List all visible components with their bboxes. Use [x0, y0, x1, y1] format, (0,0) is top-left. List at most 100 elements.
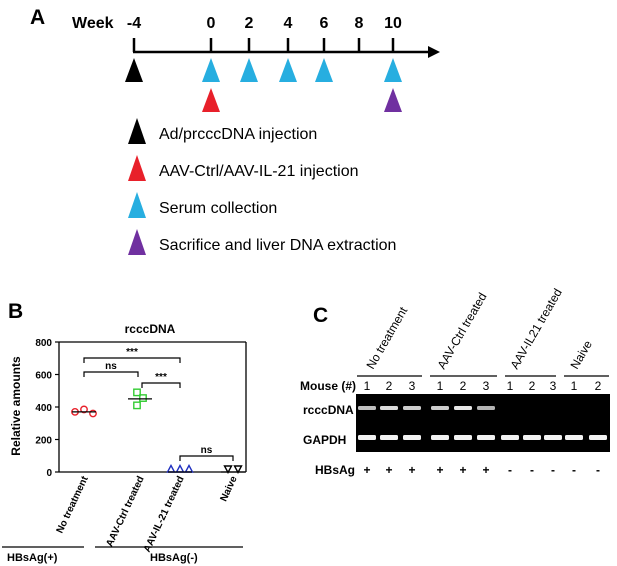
x-tick-label: No treatment [55, 474, 91, 535]
sig-bracket [83, 371, 139, 377]
data-point [166, 464, 176, 473]
x-tick-label: Naive [218, 474, 239, 503]
gel-header-3: Naive [567, 338, 595, 372]
gapdh-band [544, 435, 562, 440]
data-point [133, 388, 141, 397]
hbsag-sign: - [530, 463, 534, 477]
rcccdna-band [454, 406, 472, 410]
rcccdna-band [380, 406, 398, 410]
gapdh-band [380, 435, 398, 440]
significance-brackets: ns *** *** ns [83, 347, 234, 461]
sig-label: *** [155, 372, 167, 383]
mouse-number: 1 [507, 379, 514, 393]
gel-header-2: AAV-IL21 treated [507, 286, 564, 371]
y-axis-label: Relative amounts [9, 356, 23, 456]
x-tick-label: AAV-IL-21 treated [142, 475, 187, 555]
gapdh-band [565, 435, 583, 440]
data-points [71, 388, 245, 474]
gapdh-band [431, 435, 449, 440]
gapdh-band [454, 435, 472, 440]
mouse-number: 2 [460, 379, 467, 393]
week-label-4: 6 [320, 15, 329, 32]
x-tick-label: AAV-Ctrl treated [104, 475, 146, 549]
gapdh-band [523, 435, 541, 440]
sig-bracket [179, 455, 234, 461]
data-point [184, 464, 194, 473]
gel-bands [358, 406, 607, 440]
hbsag-sign: + [385, 463, 392, 477]
week-label-0: -4 [127, 15, 141, 32]
week-label: Week [72, 15, 114, 32]
serum-triangle-4 [279, 58, 297, 82]
serum-triangle-6 [315, 58, 333, 82]
gapdh-band [501, 435, 519, 440]
hbsag-sign: + [408, 463, 415, 477]
mouse-number: 3 [550, 379, 557, 393]
sig-label: ns [201, 445, 213, 456]
mouse-number: 3 [483, 379, 490, 393]
sig-label: *** [126, 347, 138, 358]
rcccdna-band [358, 406, 376, 410]
panel-a-label: A [30, 6, 45, 29]
chart-title: rcccDNA [125, 322, 176, 336]
aav-injection-triangle [202, 88, 220, 112]
week-label-6: 10 [384, 15, 402, 32]
gel-group-headers: No treatment AAV-Ctrl treated AAV-IL21 t… [363, 286, 595, 371]
hbsag-sign: + [363, 463, 370, 477]
y-tick-label: 400 [35, 403, 52, 414]
legend-purple-triangle [128, 229, 146, 255]
gel-header-0: No treatment [363, 304, 410, 372]
panel-c-label: C [313, 304, 328, 327]
legend-blue-triangle [128, 192, 146, 218]
rcccdna-band [431, 406, 449, 410]
gapdh-row-label: GAPDH [303, 433, 346, 447]
gapdh-band [477, 435, 495, 440]
hbsag-sign: - [508, 463, 512, 477]
hbsag-row-label: HBsAg [315, 463, 355, 477]
y-tick-label: 0 [46, 468, 52, 479]
legend-red-triangle [128, 155, 146, 181]
data-point [80, 405, 88, 414]
week-label-5: 8 [355, 15, 364, 32]
y-tick-label: 200 [35, 436, 52, 447]
hbsag-sign: - [551, 463, 555, 477]
sig-label: ns [105, 361, 117, 372]
data-point [89, 409, 97, 418]
rcccdna-band [477, 406, 495, 410]
hbsag-sign: + [436, 463, 443, 477]
serum-triangle-2 [240, 58, 258, 82]
week-tick-labels: -4 0 2 4 6 8 10 [127, 15, 402, 32]
gapdh-band [589, 435, 607, 440]
sig-bracket [141, 382, 181, 388]
sig-bracket [83, 357, 181, 363]
data-point [223, 465, 233, 474]
data-point [233, 465, 243, 474]
mouse-number: 2 [529, 379, 536, 393]
timeline-legend: Ad/prcccDNA injection AAV-Ctrl/AAV-IL-21… [128, 118, 396, 255]
timeline-arrowhead [428, 46, 440, 58]
mouse-number: 1 [437, 379, 444, 393]
hbsag-pos-label: HBsAg(+) [7, 552, 58, 564]
rcccdna-row-label: rcccDNA [303, 403, 354, 417]
hbsag-sign: - [596, 463, 600, 477]
mouse-number: 1 [364, 379, 371, 393]
gapdh-band [358, 435, 376, 440]
hbsag-signs: ++++++----- [363, 463, 600, 477]
hbsag-sign: + [459, 463, 466, 477]
rcccdna-band [403, 406, 421, 410]
mouse-number: 2 [386, 379, 393, 393]
sacrifice-triangle [384, 88, 402, 112]
serum-triangle-0 [202, 58, 220, 82]
legend-text-2: Serum collection [159, 200, 277, 217]
mouse-label: Mouse (#) [300, 379, 356, 393]
week-label-2: 2 [245, 15, 254, 32]
hbsag-sign: - [572, 463, 576, 477]
legend-text-3: Sacrifice and liver DNA extraction [159, 237, 396, 254]
gel-header-1: AAV-Ctrl treated [434, 290, 489, 371]
legend-text-0: Ad/prcccDNA injection [159, 126, 317, 143]
injection-triangle [125, 58, 143, 82]
hbsag-neg-label: HBsAg(-) [150, 552, 198, 564]
